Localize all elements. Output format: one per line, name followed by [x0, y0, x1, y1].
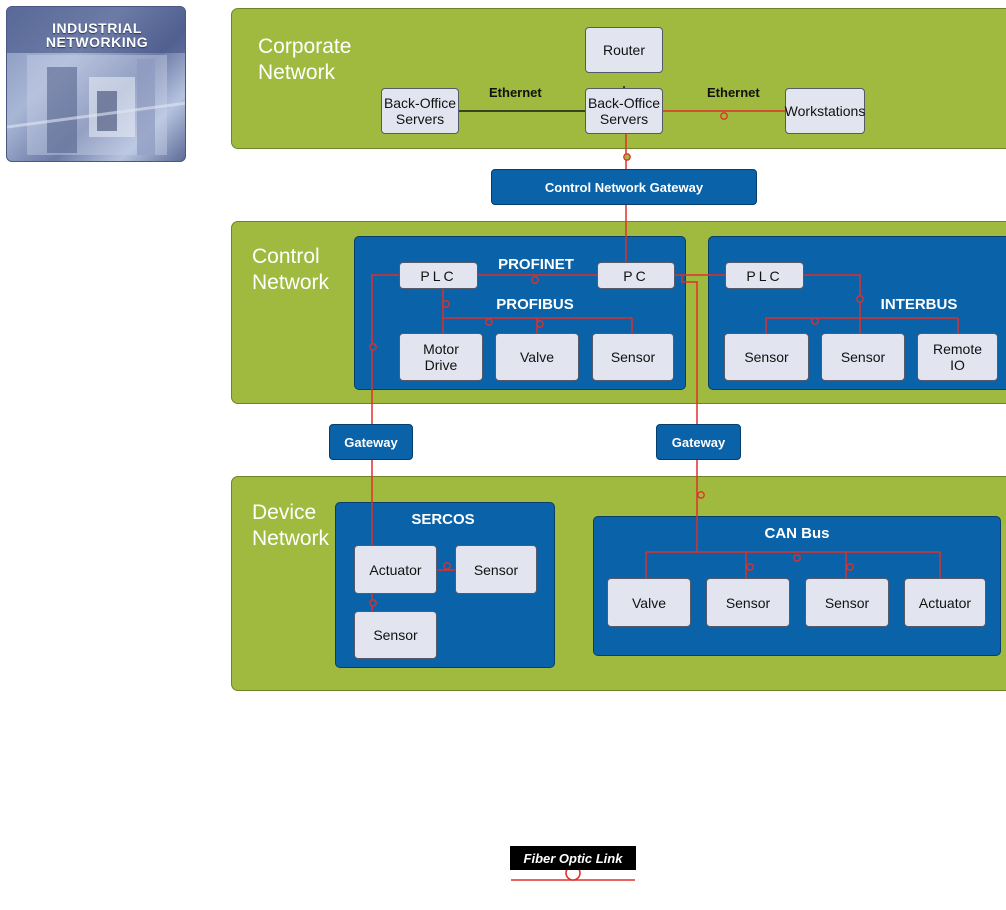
industrial-networking-badge: INDUSTRIAL NETWORKING — [6, 6, 186, 162]
fiber-connector — [793, 554, 801, 562]
fiber-connector — [442, 300, 450, 308]
fiber-connector — [697, 491, 705, 499]
fiber-connector — [720, 112, 728, 120]
can-sensor-1-node: Sensor — [706, 578, 790, 627]
plc-left-node: PLC — [399, 262, 478, 289]
ethernet-label-left: Ethernet — [489, 85, 542, 100]
remote-io-node: Remote IO — [917, 333, 998, 381]
fiber-connector — [485, 318, 493, 326]
fiber-connector — [531, 276, 539, 284]
ethernet-label-right: Ethernet — [707, 85, 760, 100]
can-actuator-node: Actuator — [904, 578, 986, 627]
sercos-label: SERCOS — [411, 511, 475, 528]
interbus-label: INTERBUS — [880, 296, 958, 313]
sensor-node: Sensor — [592, 333, 674, 381]
fiber-connector — [369, 343, 377, 351]
gateway-left: Gateway — [329, 424, 413, 460]
corporate-network-label: Corporate Network — [258, 35, 352, 84]
fiber-connector — [369, 599, 377, 607]
router-node: Router — [585, 27, 663, 73]
plc-right-node: PLC — [725, 262, 804, 289]
badge-title: INDUSTRIAL NETWORKING — [45, 20, 149, 50]
fiber-connector — [536, 320, 544, 328]
legend-fiber-optic-link-label: Fiber Optic Link — [510, 846, 636, 870]
fiber-connector — [811, 317, 819, 325]
can-bus-label: CAN Bus — [764, 525, 830, 542]
control-network-label: Control Network — [252, 245, 330, 294]
control-network-gateway: Control Network Gateway — [491, 169, 757, 205]
fiber-link-plc-gateway-left — [371, 274, 399, 424]
profinet-label: PROFINET — [498, 256, 574, 273]
fiber-connector — [856, 295, 864, 303]
can-valve-node: Valve — [607, 578, 691, 627]
interbus-sensor-2-node: Sensor — [821, 333, 905, 381]
back-office-servers-center: Back-Office Servers — [585, 88, 663, 134]
fiber-connector — [623, 153, 631, 161]
sercos-sensor-1-node: Sensor — [455, 545, 537, 594]
fiber-link-pc-gateway-right — [681, 275, 698, 424]
interbus-sensor-1-node: Sensor — [724, 333, 809, 381]
workstations-node: Workstations — [785, 88, 865, 134]
fiber-connector — [746, 563, 754, 571]
can-sensor-2-node: Sensor — [805, 578, 889, 627]
back-office-servers-left: Back-Office Servers — [381, 88, 459, 134]
motor-drive-node: Motor Drive — [399, 333, 483, 381]
interbus-trunk — [804, 274, 861, 333]
fiber-connector — [846, 563, 854, 571]
actuator-node: Actuator — [354, 545, 437, 594]
pc-node: PC — [597, 262, 675, 289]
fiber-connector — [443, 562, 451, 570]
factory-image — [7, 7, 185, 155]
profibus-label: PROFIBUS — [496, 296, 574, 313]
device-network-label: Device Network — [252, 501, 330, 550]
valve-node: Valve — [495, 333, 579, 381]
sercos-sensor-2-node: Sensor — [354, 611, 437, 659]
gateway-right: Gateway — [656, 424, 741, 460]
